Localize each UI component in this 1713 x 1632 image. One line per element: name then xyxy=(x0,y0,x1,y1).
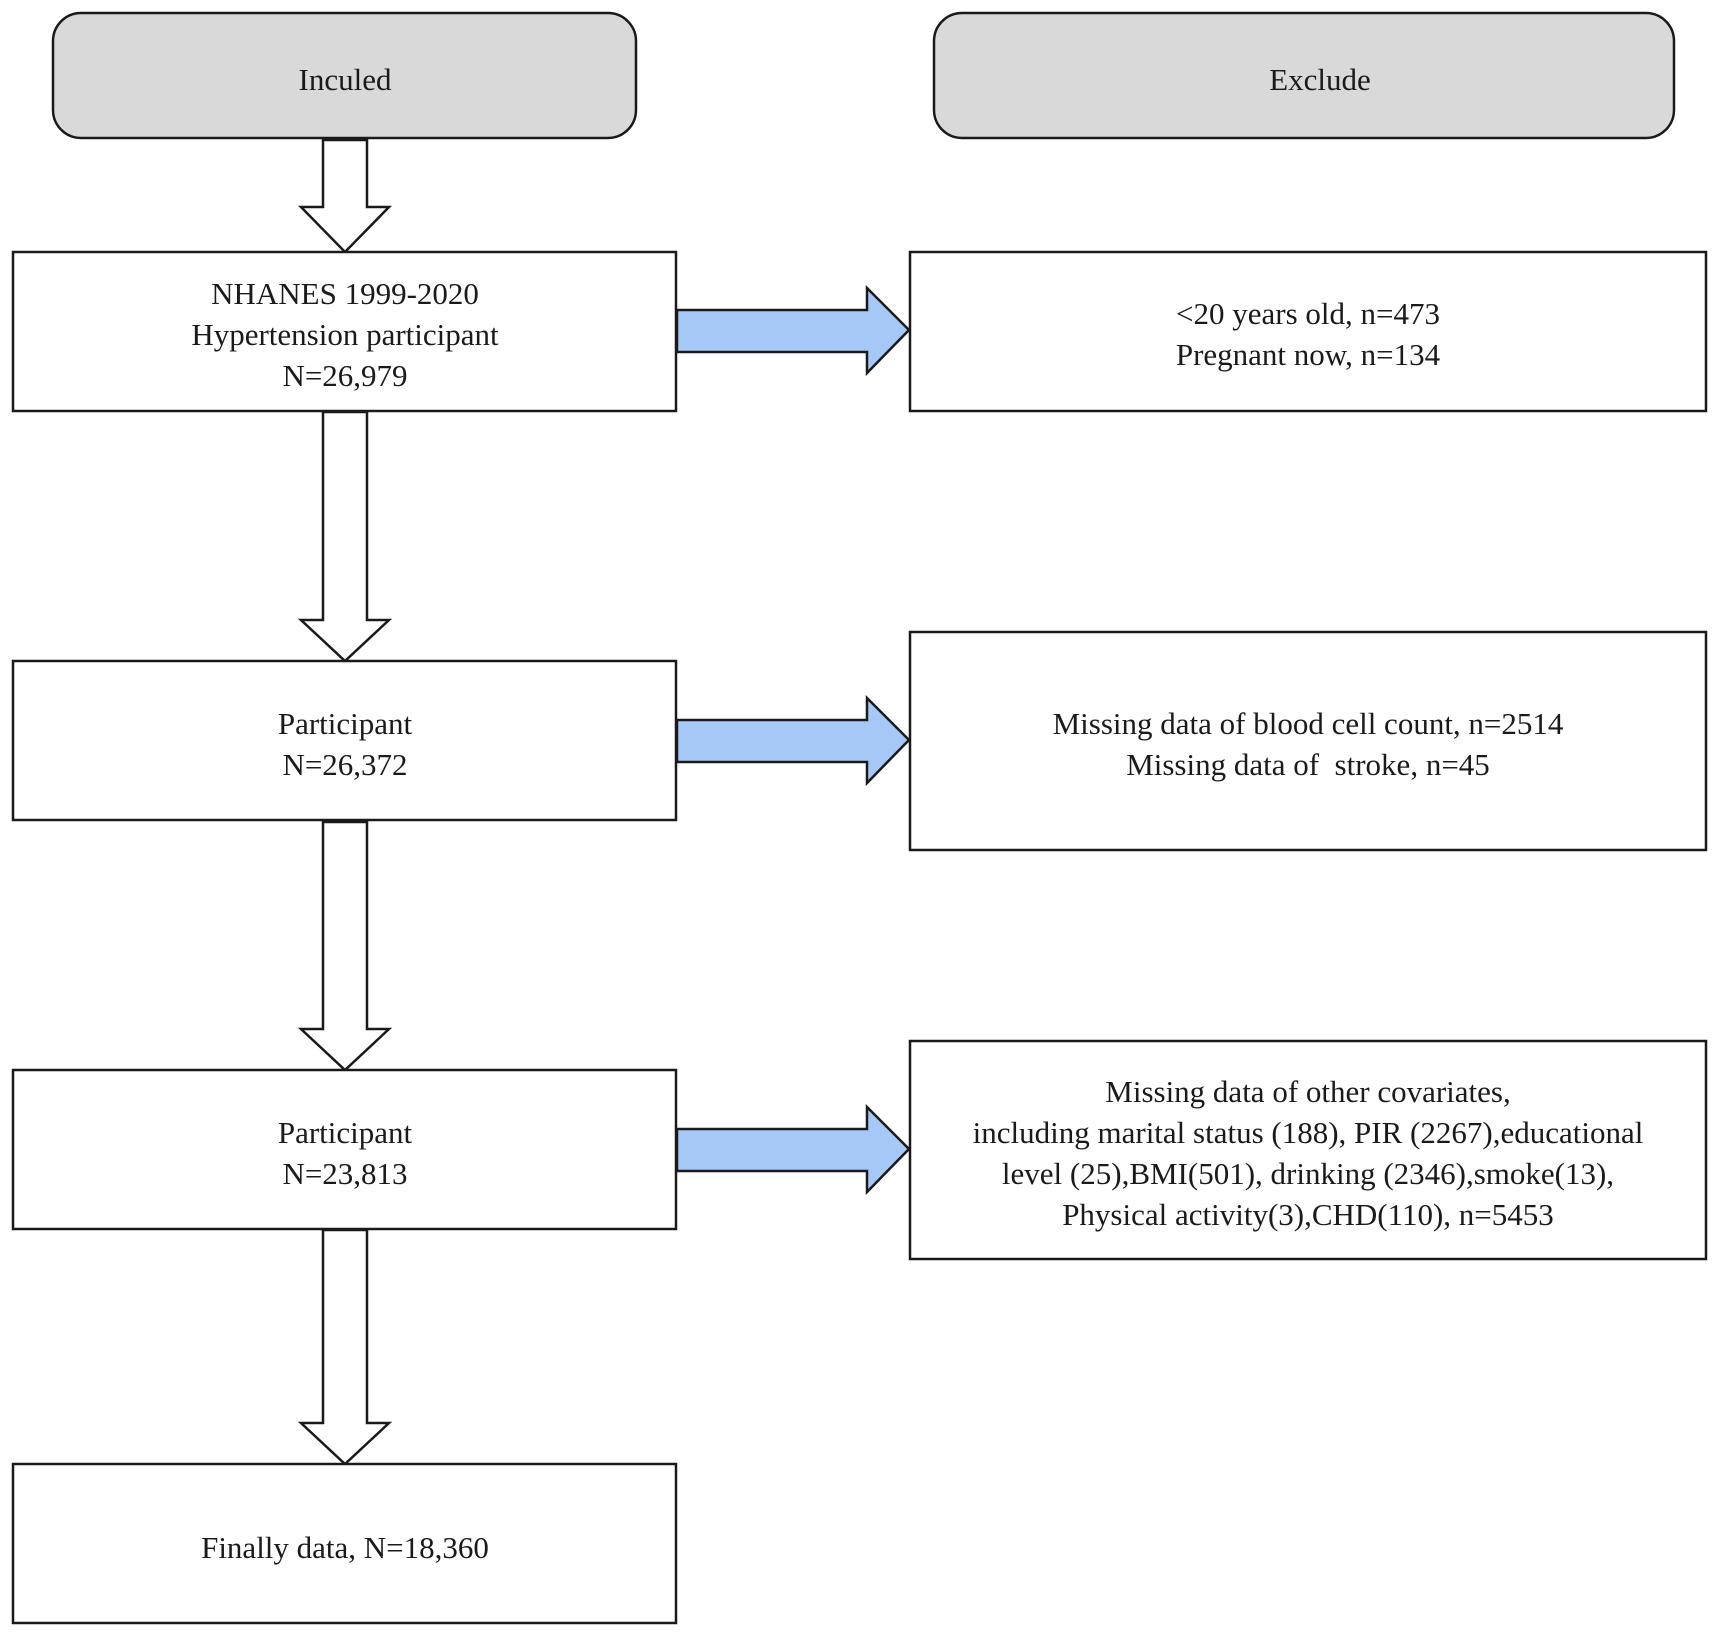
right-arrow-2 xyxy=(675,694,911,787)
included-box-4-line-1: Finally data, N=18,360 xyxy=(201,1530,489,1565)
included-box-1 xyxy=(11,250,678,413)
included-box-2-line-1: Participant xyxy=(278,706,413,741)
right-arrow-1 xyxy=(675,284,911,377)
exclude-box-3 xyxy=(908,1039,1708,1261)
down-arrow-3 xyxy=(297,820,393,1072)
exclude-box-3-line-1: Missing data of other covariates, xyxy=(1105,1074,1510,1109)
exclude-box-2-line-1: Missing data of blood cell count, n=2514 xyxy=(1053,706,1564,741)
included-header-box xyxy=(51,11,638,140)
exclude-box-2 xyxy=(908,630,1708,852)
exclude-box-1-line-1: <20 years old, n=473 xyxy=(1176,296,1440,331)
included-box-4 xyxy=(11,1462,678,1625)
included-header-label: Inculed xyxy=(299,62,392,97)
included-box-2-line-2: N=26,372 xyxy=(282,747,407,782)
exclude-box-1-line-2: Pregnant now, n=134 xyxy=(1176,337,1441,372)
right-arrow-3 xyxy=(675,1103,911,1196)
included-box-1-line-2: Hypertension participant xyxy=(191,317,499,352)
included-box-1-line-1: NHANES 1999-2020 xyxy=(211,276,479,311)
exclude-box-1 xyxy=(908,250,1708,413)
exclude-box-3-line-4: Physical activity(3),CHD(110), n=5453 xyxy=(1062,1197,1554,1232)
down-arrow-4 xyxy=(297,1228,393,1466)
down-arrow-1 xyxy=(298,138,392,254)
included-box-1-line-3: N=26,979 xyxy=(282,358,407,393)
included-box-3-line-2: N=23,813 xyxy=(282,1156,407,1191)
included-box-3 xyxy=(11,1068,678,1231)
exclude-box-3-line-2: including marital status (188), PIR (226… xyxy=(973,1115,1644,1150)
exclude-box-3-line-3: level (25),BMI(501), drinking (2346),smo… xyxy=(1002,1156,1614,1191)
down-arrow-2 xyxy=(297,410,393,663)
exclude-header-label: Exclude xyxy=(1269,62,1371,97)
exclude-box-2-line-2: Missing data of stroke, n=45 xyxy=(1126,747,1490,782)
included-box-3-line-1: Participant xyxy=(278,1115,413,1150)
exclude-header-box xyxy=(932,11,1676,140)
